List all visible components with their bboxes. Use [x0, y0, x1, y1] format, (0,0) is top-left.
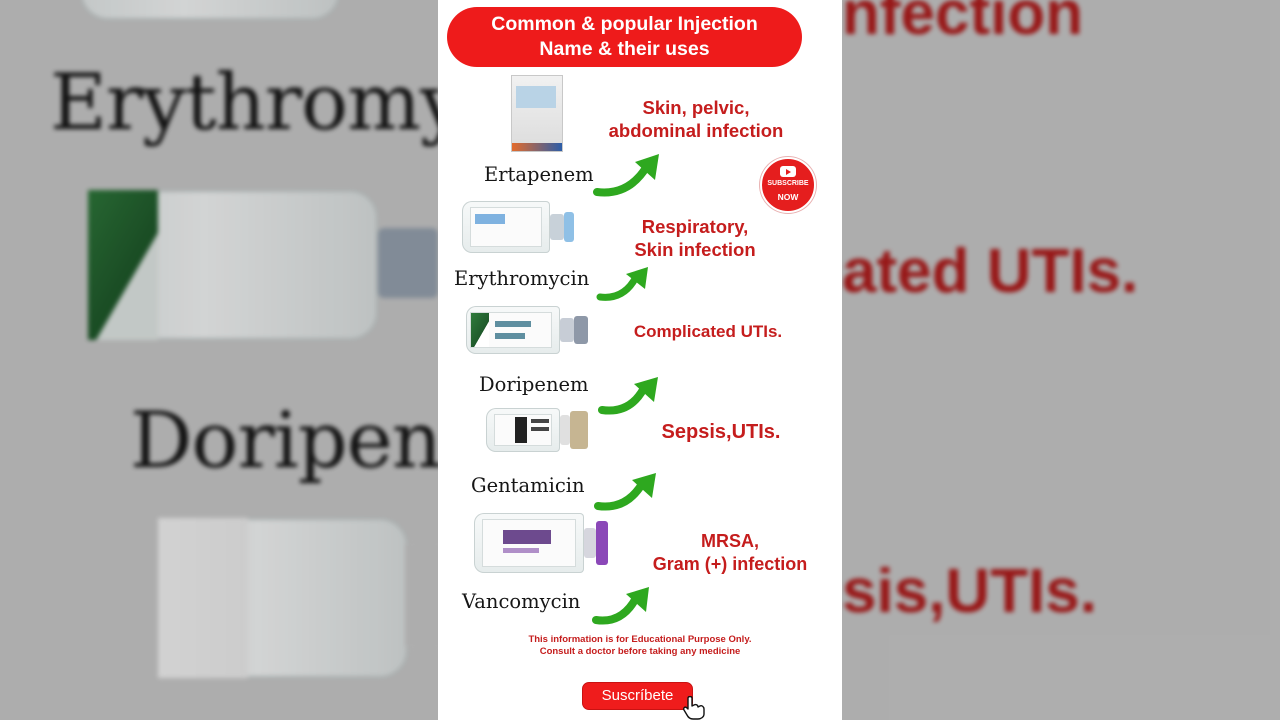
ertapenem-use-text: Skin, pelvic, abdominal infection	[608, 97, 784, 141]
background-right-blurred: nfection ated UTIs. sis,UTIs.	[842, 0, 1280, 720]
gentamicin-use-text: Sepsis,UTIs.	[661, 421, 781, 443]
background-text-doripenem: Doripenem	[130, 396, 438, 486]
doripenem-vial-image	[466, 306, 588, 354]
green-arrow-icon	[596, 267, 648, 301]
subscribe-now-badge[interactable]: SUBSCRIBE NOW	[760, 157, 816, 213]
drug-name-ertapenem: Ertapenem	[484, 163, 594, 186]
background-text-erythromycin: Erythromyc	[50, 58, 438, 148]
background-text-complicated-utis: ated UTIs.	[842, 237, 1139, 306]
green-arrow-icon	[593, 154, 659, 197]
drug-name-vancomycin: Vancomycin	[462, 590, 581, 613]
green-arrow-icon	[594, 473, 656, 511]
vancomycin-vial-image	[474, 513, 608, 573]
background-left-blurred: Erythromyc Doripenem	[0, 0, 438, 720]
green-arrow-icon	[592, 587, 649, 625]
background-text-infection: nfection	[842, 0, 1084, 48]
title-line-1: Common & popular Injection	[491, 13, 758, 35]
title-banner: Common & popular Injection Name & their …	[447, 7, 802, 67]
subscribe-button[interactable]: Suscríbete	[582, 682, 693, 710]
drug-name-erythromycin: Erythromycin	[454, 267, 590, 290]
background-vial-top	[80, 0, 340, 20]
background-vial-gentamicin	[158, 518, 408, 678]
background-vial-doripenem	[88, 190, 378, 340]
pointing-hand-cursor-icon	[683, 696, 705, 720]
youtube-play-icon	[780, 166, 796, 177]
gentamicin-vial-image	[486, 408, 588, 452]
ertapenem-package-image	[511, 75, 563, 152]
drug-name-doripenem: Doripenem	[479, 373, 589, 396]
infographic-panel: Common & popular Injection Name & their …	[438, 0, 842, 720]
title-line-2: Name & their uses	[539, 38, 710, 60]
drug-name-gentamicin: Gentamicin	[471, 474, 585, 497]
doripenem-use-text: Complicated UTIs.	[633, 322, 783, 341]
green-arrow-icon	[598, 377, 658, 415]
educational-disclaimer: This information is for Educational Purp…	[528, 634, 752, 657]
background-text-sepsis-utis: sis,UTIs.	[842, 557, 1097, 626]
erythromycin-vial-image	[462, 201, 574, 253]
vancomycin-use-text: MRSA, Gram (+) infection	[652, 531, 808, 574]
erythromycin-use-text: Respiratory, Skin infection	[634, 216, 756, 260]
